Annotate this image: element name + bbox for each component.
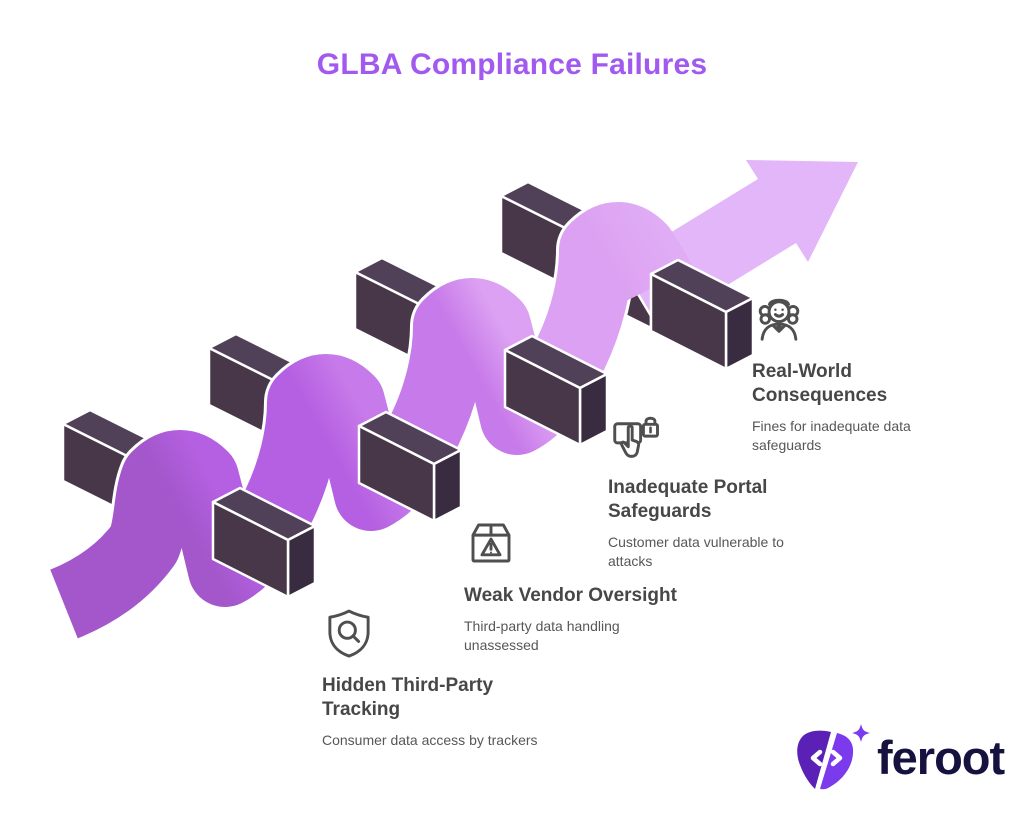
shield-search-icon — [328, 609, 370, 658]
stage-description: Third-party data handling unassessed — [464, 617, 620, 654]
stage-inadequate-portal-safeguards: Inadequate Portal Safeguards Customer da… — [608, 408, 838, 572]
page-title: GLBA Compliance Failures — [316, 48, 708, 81]
stage-heading: Weak Vendor Oversight — [464, 585, 677, 606]
stage-description: Consumer data access by trackers — [322, 731, 538, 748]
package-warning-icon — [471, 523, 511, 563]
stage-heading: Hidden Third-Party Tracking — [322, 675, 494, 720]
feroot-logo: feroot — [793, 724, 1005, 792]
stage-real-world-consequences: Real-World Consequences Fines for inadeq… — [752, 292, 952, 456]
stage-description: Fines for inadequate data safeguards — [752, 417, 911, 454]
stage-heading: Real-World Consequences — [752, 361, 888, 406]
stage-description: Customer data vulnerable to attacks — [608, 533, 784, 570]
feroot-wordmark: feroot — [877, 731, 1005, 784]
judge-icon — [758, 298, 800, 341]
tap-lock-icon — [613, 416, 659, 458]
sparkle-icon — [852, 724, 870, 742]
stage-heading: Inadequate Portal Safeguards — [608, 477, 768, 522]
feroot-logo-mark — [797, 724, 870, 790]
stage-weak-vendor-oversight: Weak Vendor Oversight Third-party data h… — [464, 516, 714, 656]
stage-hidden-third-party-tracking: Hidden Third-Party Tracking Consumer dat… — [322, 606, 592, 750]
